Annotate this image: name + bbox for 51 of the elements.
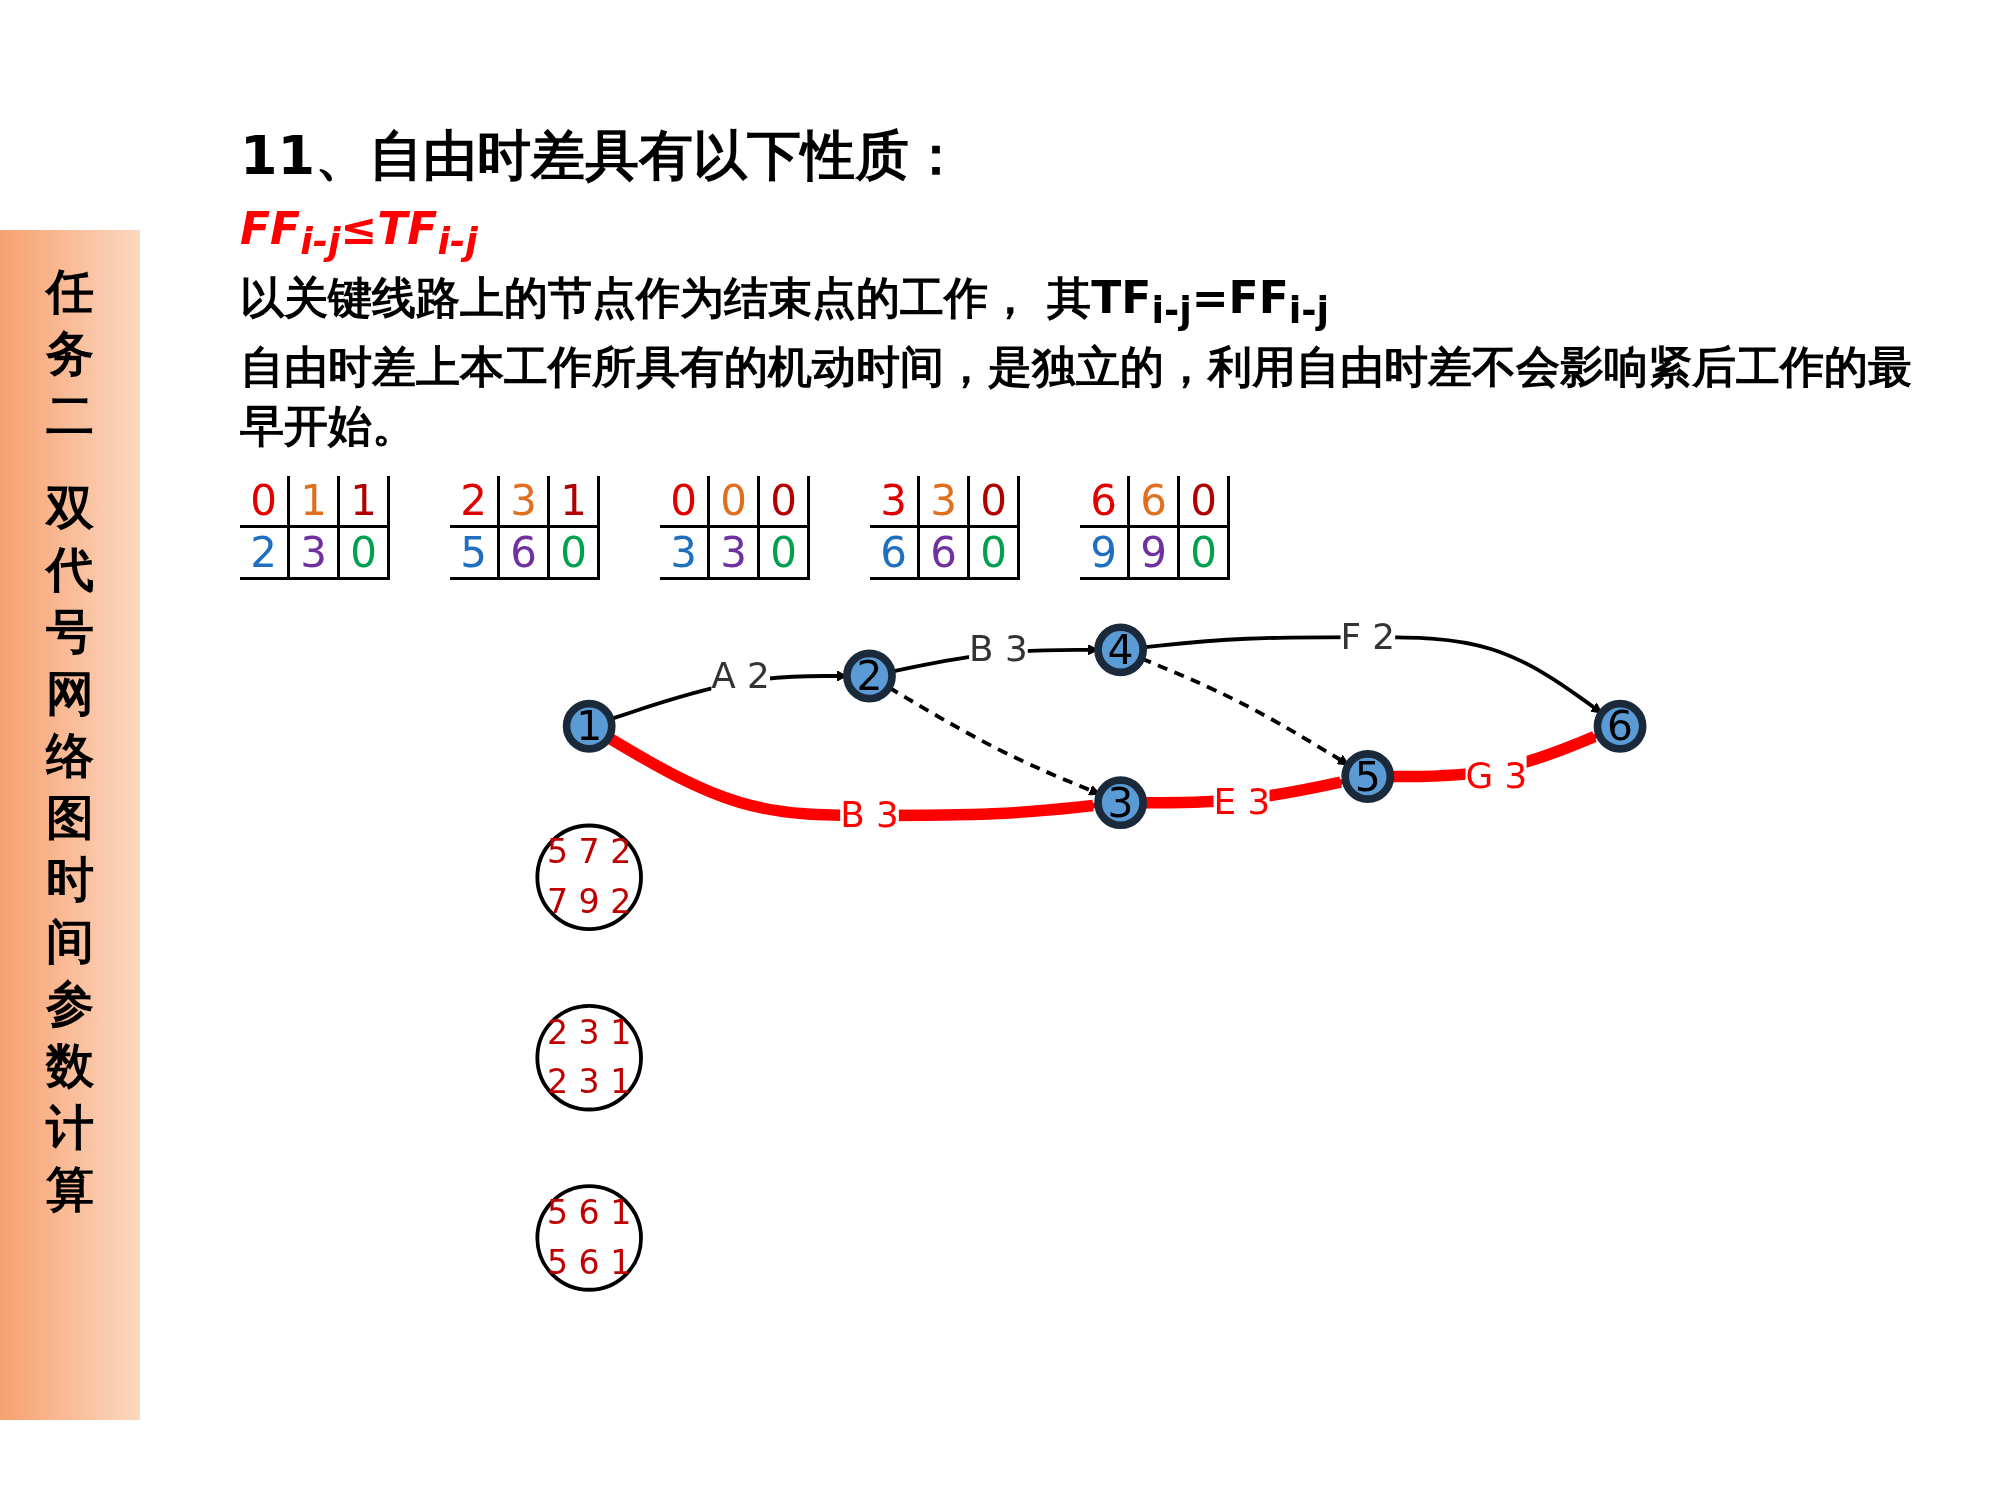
time-parameter: 3 bbox=[660, 527, 710, 580]
time-parameter: 0 bbox=[710, 475, 760, 528]
time-parameter: 6 bbox=[920, 527, 970, 580]
time-parameter: 0 bbox=[660, 475, 710, 528]
time-parameter: 6 bbox=[870, 527, 920, 580]
time-parameter: 1 bbox=[340, 475, 390, 528]
edge-label: B 3 bbox=[840, 793, 899, 836]
slide-title: 11、自由时差具有以下性质： bbox=[240, 123, 965, 189]
time-parameter: 0 bbox=[970, 527, 1020, 580]
time-parameter: 6 bbox=[500, 527, 550, 580]
time-parameter: 2 bbox=[240, 527, 290, 580]
edge-label: A 2 bbox=[711, 653, 770, 697]
node-circle: 4 bbox=[1094, 623, 1147, 676]
time-parameter: 3 bbox=[710, 527, 760, 580]
time-parameter: 1 bbox=[290, 475, 340, 528]
time-parameter: 9 bbox=[1130, 527, 1180, 580]
time-parameter: 0 bbox=[1180, 475, 1230, 528]
time-parameter: 0 bbox=[340, 527, 390, 580]
edge-label: E 3 bbox=[1213, 780, 1271, 823]
edge-label: G 3 bbox=[1465, 754, 1528, 797]
node-circle: 6 bbox=[1593, 699, 1647, 753]
node-circle: 5 6 1 5 6 1 bbox=[535, 1183, 643, 1292]
time-parameter: 3 bbox=[500, 475, 550, 528]
time-parameter: 3 bbox=[870, 475, 920, 528]
sidebar-title: 双代号网络图时间参数计算 bbox=[45, 478, 95, 1219]
time-parameter: 5 bbox=[450, 527, 500, 580]
node-circle: 5 bbox=[1341, 749, 1395, 803]
time-parameter: 9 bbox=[1080, 527, 1130, 580]
time-parameter: 0 bbox=[760, 527, 810, 580]
bullet-text: 自由时差上本工作所具有的机动时间，是独立的，利用自由时差不会影响紧后工作的最早开始。 bbox=[240, 339, 1913, 453]
time-parameter: 0 bbox=[550, 527, 600, 580]
node-circle: 2 3 1 2 3 1 bbox=[535, 1003, 643, 1111]
sidebar-title: 任务二 bbox=[45, 262, 95, 445]
edge-label: F 2 bbox=[1340, 614, 1396, 658]
node-circle: 2 bbox=[843, 649, 896, 702]
bullet-text: 以关键线路上的节点作为结束点的工作， 其TF$_{i-j}$=FF$_{i-j}$ bbox=[240, 270, 1331, 332]
node-circle: 3 bbox=[1094, 775, 1147, 829]
bullet-text: FF$_{i-j}$≤TF$_{i-j}$ bbox=[240, 203, 479, 263]
time-parameter: 0 bbox=[760, 475, 810, 528]
node-circle: 1 bbox=[562, 699, 616, 753]
time-parameter: 3 bbox=[290, 527, 340, 580]
time-parameter: 0 bbox=[240, 475, 290, 528]
edge-label: B 3 bbox=[969, 627, 1028, 670]
time-parameter: 3 bbox=[920, 475, 970, 528]
node-circle: 5 7 2 7 9 2 bbox=[535, 823, 643, 931]
time-parameter: 0 bbox=[1180, 527, 1230, 580]
time-parameter: 1 bbox=[550, 475, 600, 528]
time-parameter: 2 bbox=[450, 475, 500, 528]
time-parameter: 0 bbox=[970, 475, 1020, 528]
time-parameter: 6 bbox=[1080, 475, 1130, 528]
time-parameter: 6 bbox=[1130, 475, 1180, 528]
